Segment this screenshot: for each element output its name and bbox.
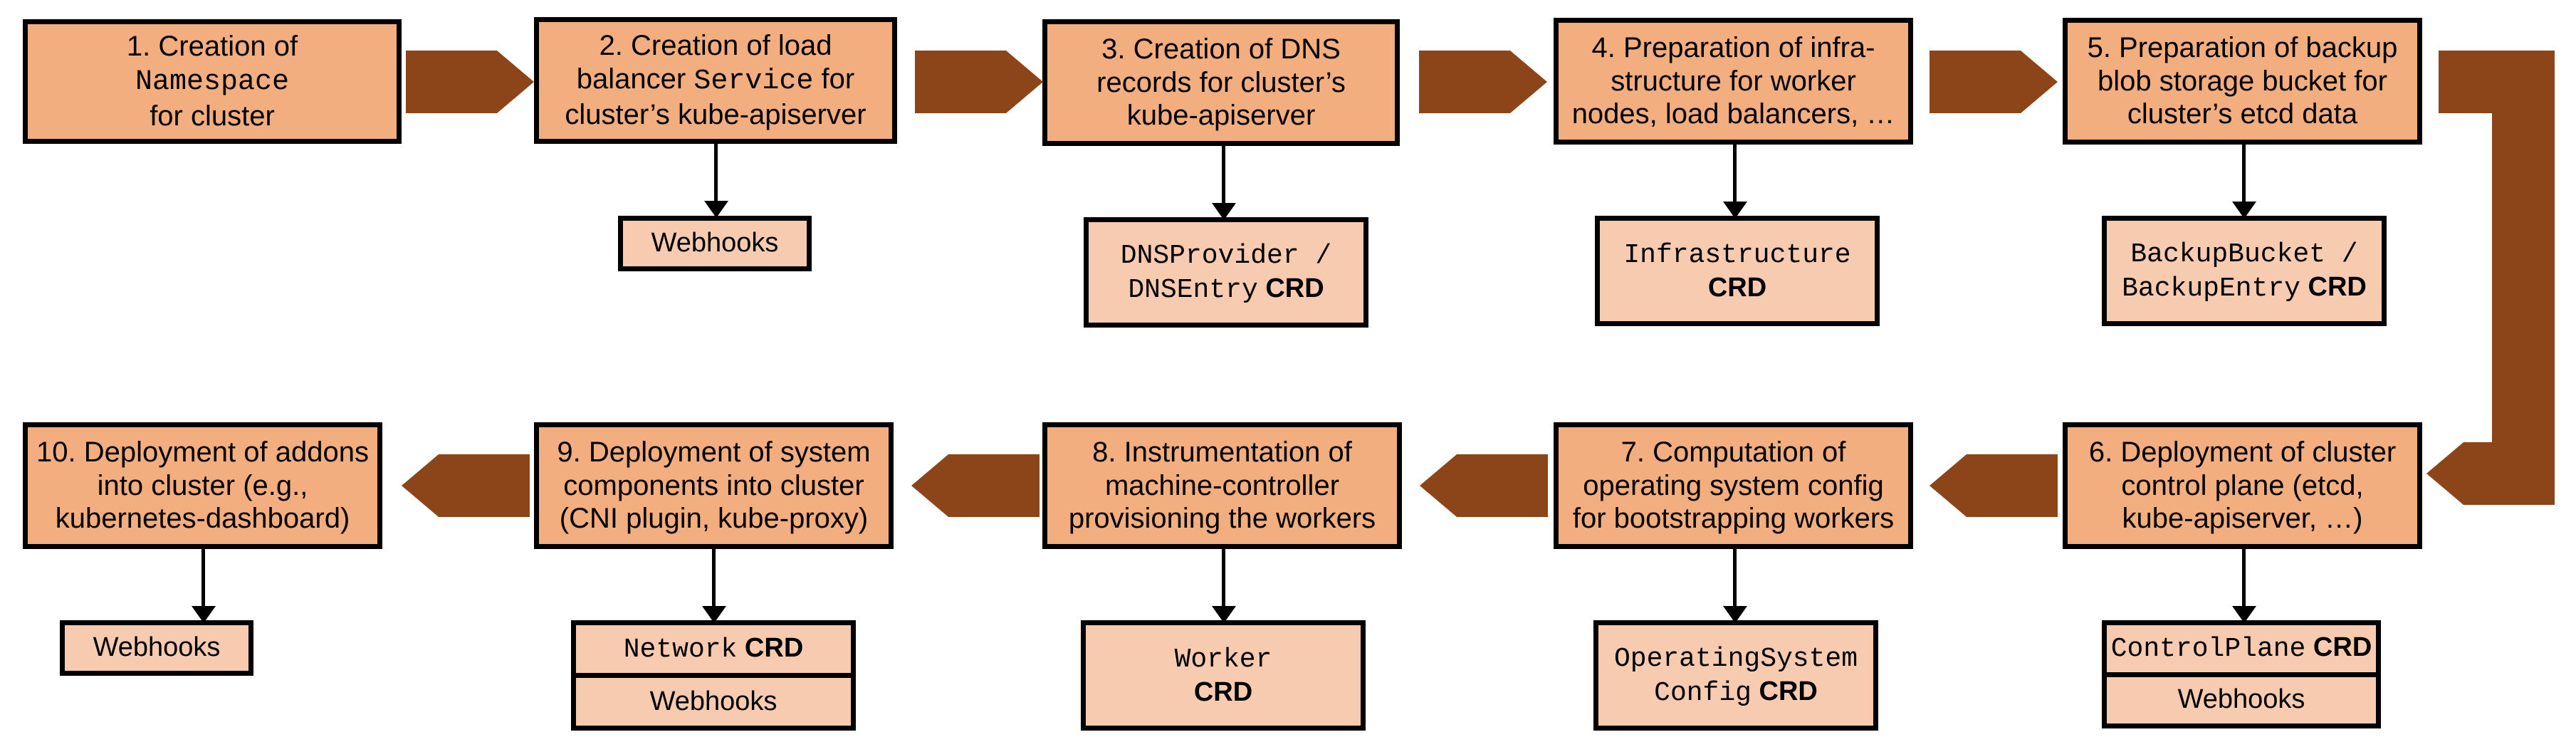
artifact-label-2: Webhooks (651, 228, 779, 258)
flow-arrow-4-to-5-head (2021, 51, 2058, 113)
drop-arrowhead-2 (704, 201, 728, 218)
artifact-label-10: Webhooks (93, 632, 221, 663)
flow-arrow-6-to-7-head (1930, 454, 1967, 517)
artifact-label-5: BackupBucket /BackupEntry CRD (2122, 239, 2367, 304)
flow-arrow-4-to-5-shaft (1930, 51, 2021, 113)
flow-arrow-3-to-4-head (1510, 51, 1547, 113)
artifact-box-9[interactable]: Network CRD Webhooks (571, 620, 856, 731)
drop-line-7 (1733, 549, 1737, 609)
flow-arrow-7-to-8-head (1420, 454, 1457, 517)
flow-arrow-8-to-9-shaft (948, 454, 1040, 517)
flow-arrow-8-to-9-head (911, 454, 948, 517)
artifact-label-6-webhooks: Webhooks (2177, 684, 2305, 715)
flow-arrow-3-to-4-shaft (1419, 51, 1510, 113)
artifact-cell-9-crd[interactable]: Network CRD (576, 625, 851, 673)
artifact-label-9-crd: Network CRD (623, 632, 804, 665)
artifact-label-3: DNSProvider /DNSEntry CRD (1120, 240, 1332, 305)
artifact-box-3[interactable]: DNSProvider /DNSEntry CRD (1084, 217, 1368, 328)
step-label-4: 4. Preparation of infra-structure for wo… (1571, 31, 1895, 130)
drop-line-3 (1222, 146, 1225, 206)
flow-arrow-1-to-2-shaft (406, 51, 497, 113)
drop-line-2 (714, 144, 718, 204)
artifact-box-10[interactable]: Webhooks (60, 620, 253, 676)
drop-line-4 (1733, 145, 1737, 204)
flow-arrow-5-to-6-head (2426, 442, 2464, 505)
drop-line-9 (712, 549, 716, 609)
artifact-cell-6-crd[interactable]: ControlPlane CRD (2107, 625, 2376, 672)
flow-arrow-9-to-10-head (402, 454, 439, 517)
flow-arrow-2-to-3-head (1006, 51, 1043, 113)
flow-arrow-5-to-6-shaft-vertical (2492, 51, 2555, 474)
artifact-box-5[interactable]: BackupBucket /BackupEntry CRD (2102, 216, 2387, 326)
artifact-box-6[interactable]: ControlPlane CRD Webhooks (2102, 620, 2381, 728)
artifact-box-2[interactable]: Webhooks (618, 216, 812, 271)
drop-line-8 (1222, 549, 1225, 609)
flow-arrow-2-to-3-shaft (915, 51, 1006, 113)
flow-arrow-7-to-8-shaft (1457, 454, 1548, 517)
artifact-cell-9-webhooks[interactable]: Webhooks (576, 673, 851, 726)
flow-arrow-5-to-6-shaft-return (2464, 442, 2555, 505)
flow-arrow-1-to-2-head (497, 51, 534, 113)
flow-arrow-6-to-7-shaft (1967, 454, 2058, 517)
drop-line-5 (2242, 145, 2246, 204)
flow-arrow-9-to-10-shaft (439, 454, 530, 517)
step-box-4[interactable]: 4. Preparation of infra-structure for wo… (1554, 18, 1913, 145)
drop-line-10 (201, 549, 205, 609)
artifact-label-9-webhooks: Webhooks (649, 686, 777, 716)
drop-line-6 (2242, 549, 2246, 609)
artifact-cell-6-webhooks[interactable]: Webhooks (2107, 672, 2376, 724)
artifact-label-6-crd: ControlPlane CRD (2110, 632, 2372, 664)
